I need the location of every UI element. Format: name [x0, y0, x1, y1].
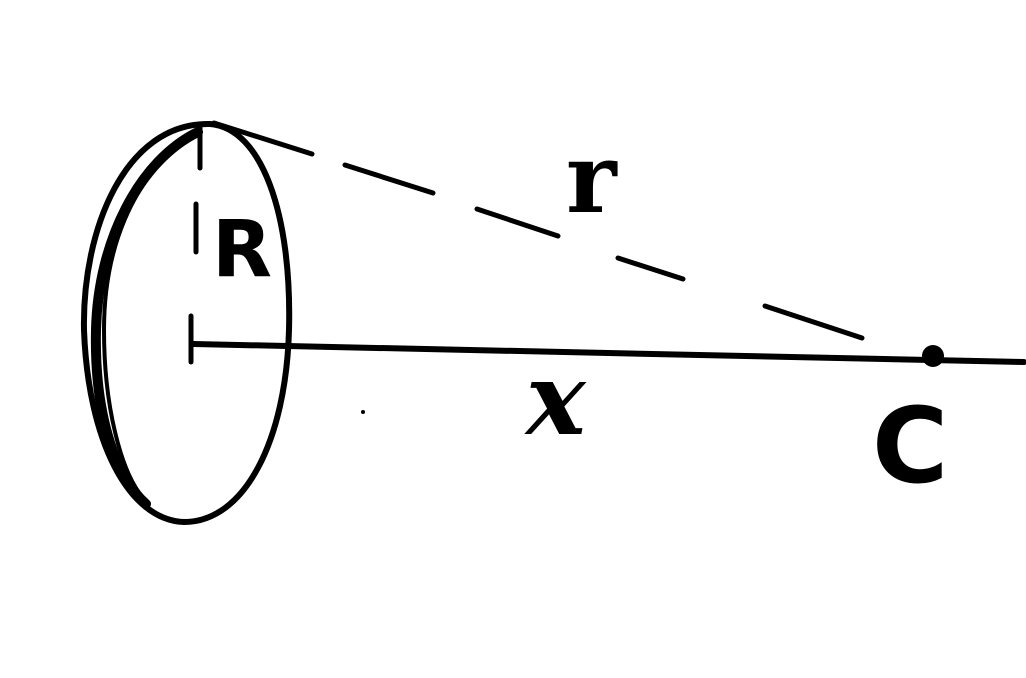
- point-c-label: C: [872, 385, 948, 507]
- slant-distance-label: r: [566, 122, 618, 235]
- radius-marker: [188, 124, 203, 365]
- ring-thickness-edge: [90, 127, 203, 509]
- ink-speck: [361, 410, 365, 414]
- ring-thickness-inner: [102, 140, 188, 496]
- radius-label: R: [212, 205, 272, 295]
- ring-outline: [80, 120, 293, 525]
- slant-dash-2: [342, 162, 436, 196]
- axial-distance-label: x: [524, 340, 587, 458]
- slant-line-r: [211, 120, 865, 341]
- slant-dash-4: [615, 255, 686, 282]
- ring-front-edge: [80, 120, 293, 525]
- slant-dash-1: [211, 120, 315, 157]
- slant-dash-3: [474, 206, 561, 239]
- point-c-dot: [922, 345, 944, 367]
- slant-dash-5: [762, 303, 865, 341]
- axis-line: [191, 341, 1026, 365]
